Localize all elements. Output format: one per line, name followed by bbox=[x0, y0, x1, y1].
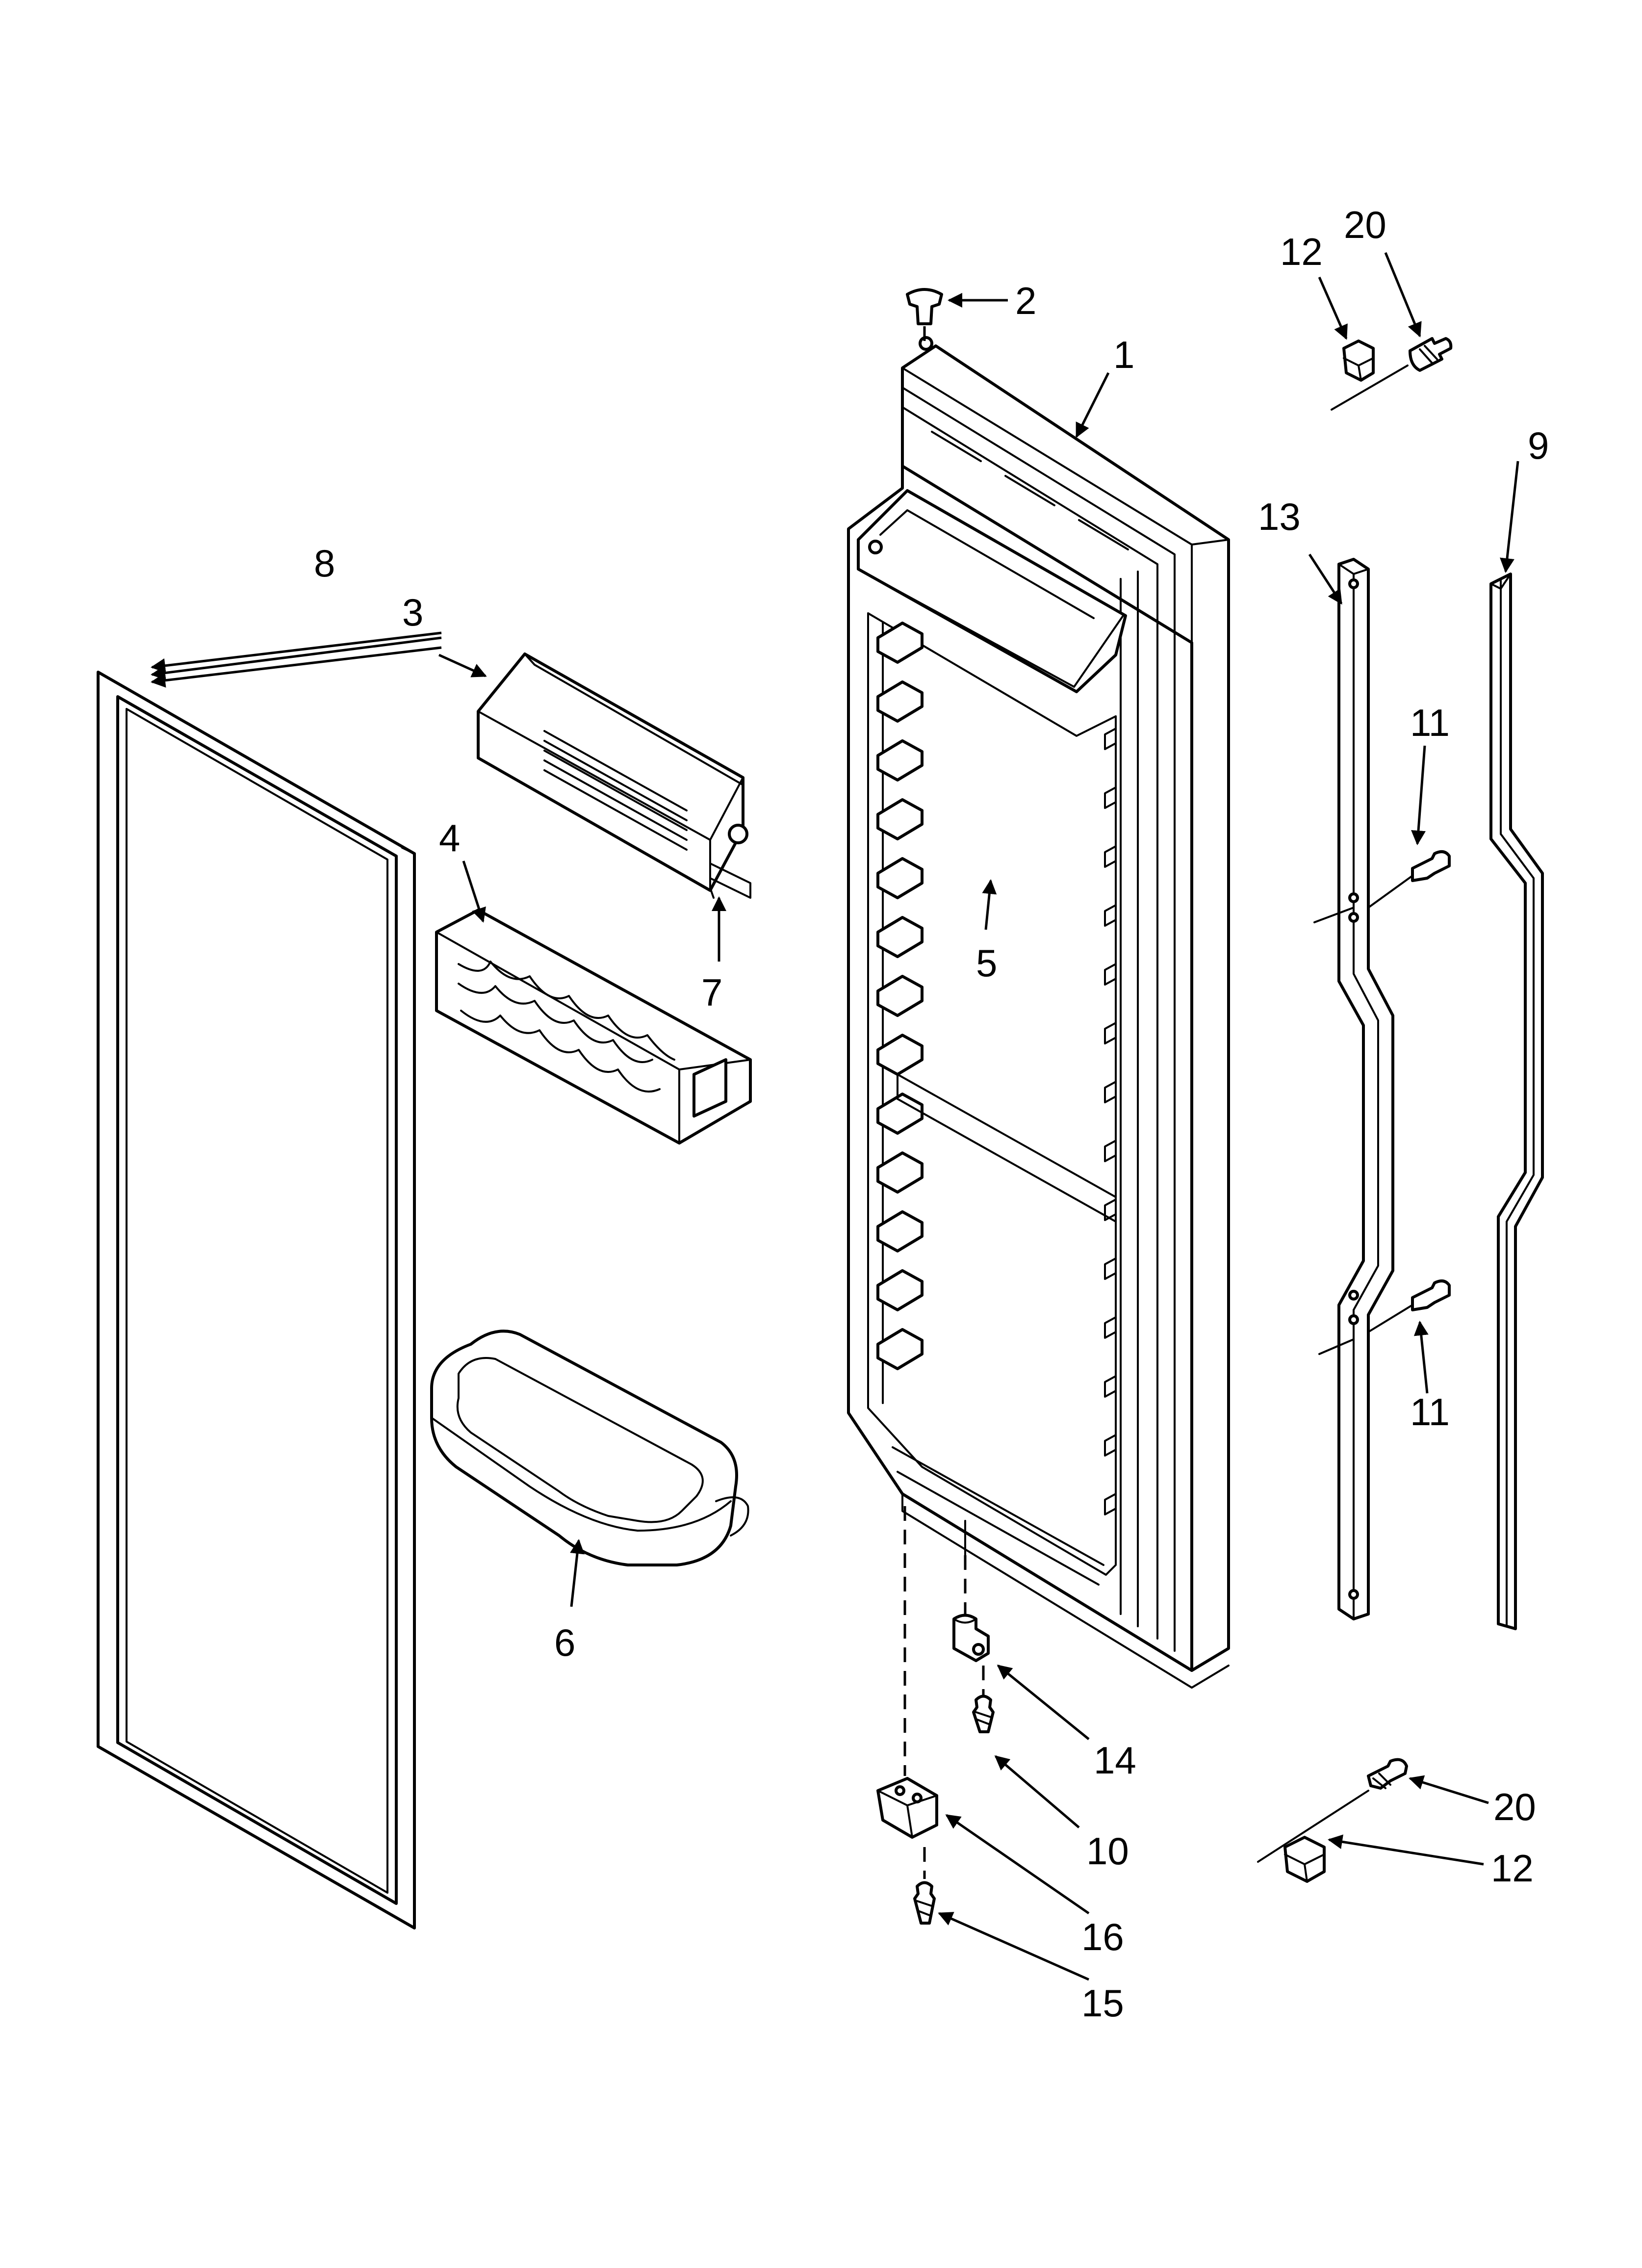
callout-6: 6 bbox=[554, 1621, 575, 1664]
egg-bin-part-4 bbox=[435, 909, 752, 1145]
callout-2: 2 bbox=[1015, 279, 1036, 322]
callout-12-top: 12 bbox=[1280, 230, 1323, 273]
callout-16: 16 bbox=[1081, 1915, 1124, 1958]
callout-labels: 1 2 3 4 5 6 7 8 9 10 11 11 12 12 13 14 1… bbox=[314, 203, 1549, 2025]
pin-part-7 bbox=[709, 887, 715, 899]
callout-3: 3 bbox=[402, 591, 423, 634]
screw-part-20-bottom bbox=[1367, 1758, 1408, 1790]
right-shelf-supports bbox=[1104, 728, 1117, 1515]
callout-1: 1 bbox=[1113, 333, 1134, 376]
dairy-cover-part-3 bbox=[477, 652, 751, 899]
callout-20-bottom: 20 bbox=[1493, 1785, 1536, 1828]
door-trim-part-9 bbox=[1489, 573, 1544, 1630]
door-bin-part-6 bbox=[430, 1330, 749, 1566]
hinge-part-16 bbox=[876, 1506, 938, 1839]
screw-part-11-upper bbox=[1367, 850, 1451, 909]
handle-bracket-part-13 bbox=[1313, 558, 1394, 1620]
callout-13: 13 bbox=[1258, 495, 1301, 538]
callout-9: 9 bbox=[1528, 424, 1549, 467]
plug-part-2 bbox=[906, 288, 943, 343]
callout-8: 8 bbox=[314, 542, 335, 585]
callout-20-top: 20 bbox=[1344, 203, 1386, 246]
callout-5: 5 bbox=[976, 941, 997, 985]
callout-15: 15 bbox=[1081, 1981, 1124, 2025]
callout-11-lower: 11 bbox=[1410, 1390, 1450, 1434]
left-shelf-supports bbox=[876, 622, 924, 1370]
callout-12-bottom: 12 bbox=[1491, 1847, 1534, 1890]
hinge-cover-part-12-top bbox=[1331, 339, 1409, 411]
hinge-pin-part-14 bbox=[952, 1520, 990, 1662]
screw-part-20-top bbox=[1409, 337, 1453, 372]
callout-14: 14 bbox=[1094, 1739, 1136, 1782]
screw-part-15 bbox=[913, 1847, 936, 1925]
callout-7: 7 bbox=[701, 971, 722, 1014]
hinge-cover-part-12-bottom bbox=[1257, 1790, 1369, 1883]
screw-part-10 bbox=[972, 1666, 995, 1733]
callout-4: 4 bbox=[439, 816, 460, 860]
screw-part-11-lower bbox=[1367, 1279, 1451, 1333]
callout-10: 10 bbox=[1086, 1829, 1129, 1873]
leader-lines bbox=[151, 252, 1519, 1981]
door-assembly-part-1 bbox=[847, 336, 1230, 1689]
callout-11-upper: 11 bbox=[1410, 701, 1450, 744]
door-gasket-part-8 bbox=[97, 671, 416, 1929]
